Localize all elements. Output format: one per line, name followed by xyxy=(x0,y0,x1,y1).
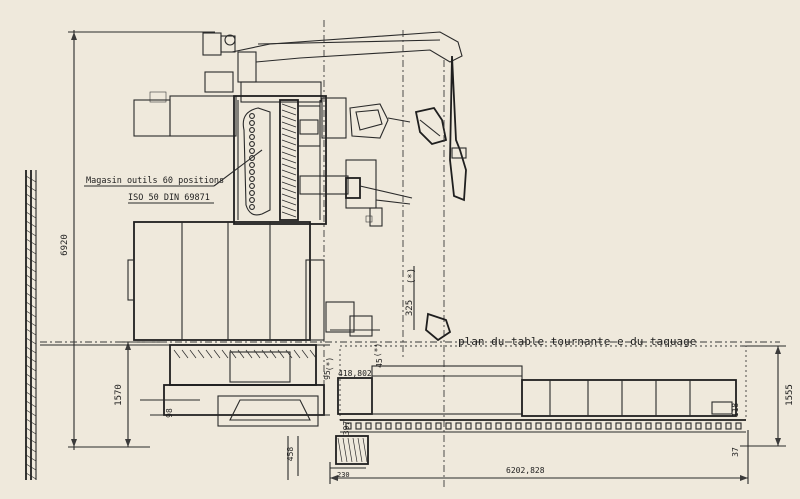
machine-column xyxy=(133,31,467,227)
detail-mark-group: (*) 325 xyxy=(405,266,417,330)
magazine-label-line1: Magasin outils 60 positions xyxy=(86,176,224,186)
magazine-annotation: Magasin outils 60 positions ISO 50 DIN 6… xyxy=(84,149,263,204)
dim-418-label: 418,802 xyxy=(338,369,372,378)
right-height-label: 1555 xyxy=(785,384,795,406)
machine-base: 98 95 45 (*) (*) 418,802 xyxy=(40,341,780,427)
dim-325-label: 325 xyxy=(405,300,415,316)
dim-458-label: 458 xyxy=(286,447,295,462)
table-plan-annotation: plan du table tournante e du taquage xyxy=(458,335,696,348)
total-height-label: 6920 xyxy=(60,234,70,256)
dim-118-label: 118 xyxy=(731,403,740,418)
dim-230-label: 230 xyxy=(337,471,350,479)
rotary-table: 397 118 37 xyxy=(337,345,747,457)
detail-mark-small-left: (*) xyxy=(325,357,334,371)
dim-95-label: 95 xyxy=(323,370,332,380)
table-plan-label: plan du table tournante e du taquage xyxy=(458,335,696,348)
dim-6202-label: 6202,828 xyxy=(506,466,545,475)
dim-37-label: 37 xyxy=(731,447,740,457)
magazine-label-line2: ISO 50 DIN 69871 xyxy=(128,193,210,203)
foundation: 458 230 6202,828 xyxy=(286,430,749,484)
guard-cabin xyxy=(127,221,452,342)
detail-mark-small-right: (*) xyxy=(373,343,382,357)
dim-98-label: 98 xyxy=(165,408,174,418)
dim-45-label: 45 xyxy=(375,358,384,368)
left-wall-hatch xyxy=(25,170,37,480)
detail-mark-label: (*) xyxy=(407,268,417,284)
dimension-total-height: 6920 xyxy=(60,30,215,450)
left-height-label: 1570 xyxy=(114,384,124,406)
dimension-left-height: 1570 xyxy=(114,341,160,447)
dim-397-label: 397 xyxy=(342,421,351,436)
dimension-right-height: 1555 xyxy=(740,345,795,447)
